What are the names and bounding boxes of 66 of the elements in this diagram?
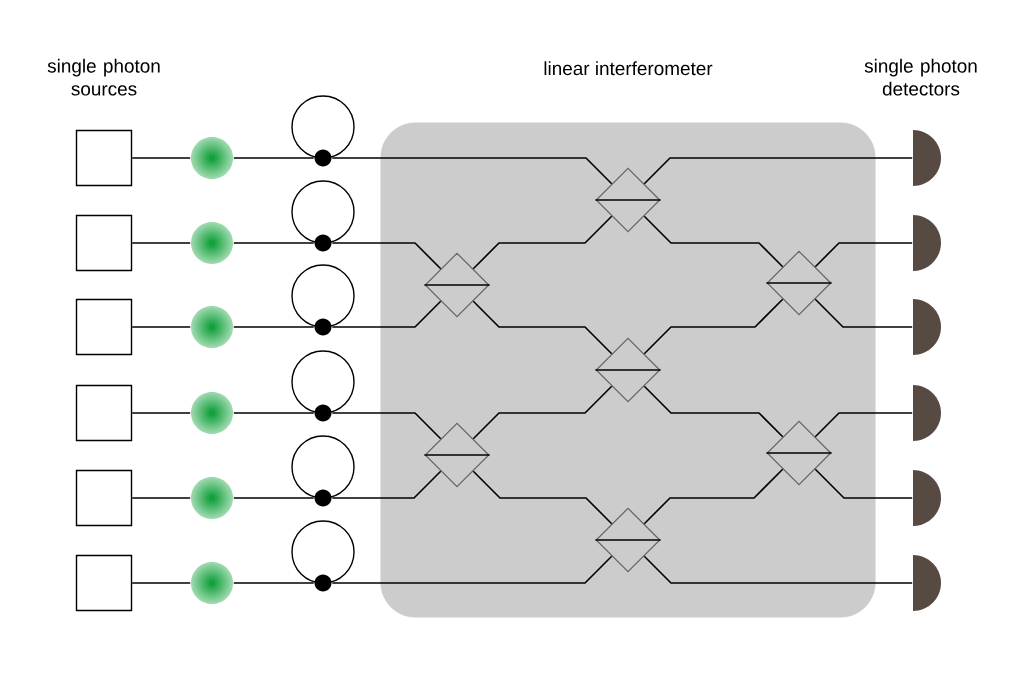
waveguide [331, 300, 442, 328]
waveguide [233, 582, 315, 584]
waveguide [814, 242, 913, 268]
waveguide [131, 497, 191, 499]
beam-splitter [765, 250, 833, 316]
delay-loop [291, 95, 355, 167]
delay-loop [291, 350, 355, 422]
photon-dot [191, 477, 233, 519]
waveguide [643, 555, 913, 584]
waveguide [131, 582, 191, 584]
waveguide [233, 497, 315, 499]
waveguide [472, 470, 613, 525]
waveguide [472, 300, 613, 355]
delay-loop [291, 520, 355, 592]
beam-splitter [765, 420, 833, 486]
detector [913, 130, 941, 186]
waveguide [131, 326, 191, 328]
waveguide [331, 470, 442, 499]
source-box [75, 214, 133, 272]
waveguide [233, 326, 315, 328]
waveguide [233, 157, 315, 159]
beam-splitter [594, 337, 662, 403]
source-box [75, 129, 133, 187]
detector [913, 385, 941, 441]
source-box [75, 469, 133, 527]
photon-dot [191, 137, 233, 179]
beam-splitter [594, 507, 662, 573]
heading: single photon sources [47, 58, 160, 96]
photon-dot [191, 222, 233, 264]
waveguide [131, 157, 191, 159]
node-label: linear interferometer [544, 61, 713, 76]
waveguide [131, 412, 191, 414]
beam-splitter [594, 167, 662, 233]
waveguide [131, 242, 191, 244]
waveguide [233, 412, 315, 414]
delay-loop [291, 435, 355, 507]
detector [913, 215, 941, 271]
beam-splitter [423, 252, 491, 318]
source-box [75, 554, 133, 612]
waveguide [643, 215, 784, 268]
delay-loop [291, 180, 355, 252]
waveguide [233, 242, 315, 244]
waveguide [331, 242, 442, 270]
waveguide [814, 468, 913, 499]
detector [913, 299, 941, 355]
photon-dot [191, 392, 233, 434]
waveguide [643, 298, 784, 355]
waveguide [814, 412, 913, 438]
detector [913, 470, 941, 526]
waveguide [814, 298, 913, 328]
beam-splitter [423, 422, 491, 488]
source-box [75, 298, 133, 356]
waveguide [643, 157, 913, 185]
waveguide [331, 412, 442, 440]
waveguide [472, 385, 613, 440]
delay-loop [291, 264, 355, 336]
waveguide [331, 555, 613, 584]
waveguide [331, 157, 613, 185]
waveguide [643, 385, 784, 438]
heading: single photon detectors [864, 58, 977, 96]
detector [913, 555, 941, 611]
waveguide [472, 215, 613, 270]
photon-dot [191, 306, 233, 348]
source-box [75, 384, 133, 442]
photon-dot [191, 562, 233, 604]
waveguide [643, 468, 784, 525]
